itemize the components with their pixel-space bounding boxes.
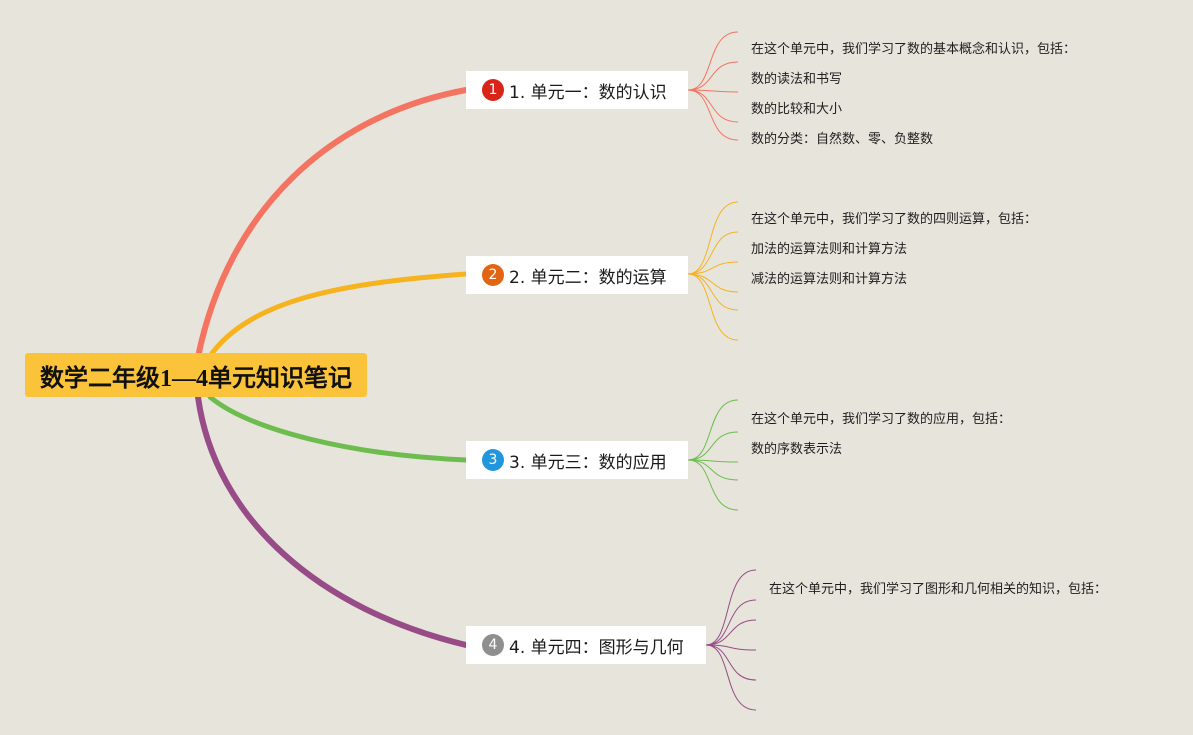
branch-unit-1[interactable]: 1 1. 单元一：数的认识 [466, 71, 688, 109]
branch-label: 4. 单元四：图形与几何 [509, 637, 684, 658]
branch-label: 1. 单元一：数的认识 [509, 82, 667, 103]
link-central-branch-3 [207, 394, 469, 463]
branch-unit-4[interactable]: 4 4. 单元四：图形与几何 [466, 626, 706, 664]
fan-branch-3 [687, 399, 739, 511]
fan-branch-2 [687, 201, 739, 341]
number-badge-icon: 1 [482, 79, 504, 101]
branch-label: 2. 单元二：数的运算 [509, 267, 667, 288]
leaf-text: 加法的运算法则和计算方法 [751, 242, 908, 257]
leaf-text: 数的读法和书写 [751, 72, 843, 87]
central-topic[interactable]: 数学二年级1—4单元知识笔记 [25, 353, 367, 397]
central-topic-label: 数学二年级1—4单元知识笔记 [40, 365, 352, 392]
link-central-branch-4 [195, 394, 469, 648]
leaf-text: 减法的运算法则和计算方法 [751, 272, 908, 287]
link-central-branch-2 [207, 271, 469, 359]
link-central-branch-1 [195, 87, 469, 360]
leaf-text: 在这个单元中，我们学习了图形和几何相关的知识，包括： [769, 582, 1108, 597]
branch-unit-2[interactable]: 2 2. 单元二：数的运算 [466, 256, 688, 294]
leaf-text: 数的比较和大小 [751, 102, 843, 117]
leaf-text: 在这个单元中，我们学习了数的四则运算，包括： [751, 212, 1038, 227]
leaf-text: 数的序数表示法 [751, 442, 843, 457]
number-badge-icon: 4 [482, 634, 504, 656]
branch-unit-3[interactable]: 3 3. 单元三：数的应用 [466, 441, 688, 479]
branch-label: 3. 单元三：数的应用 [509, 452, 667, 473]
fan-branch-4 [705, 569, 757, 711]
leaf-text: 在这个单元中，我们学习了数的基本概念和认识，包括： [751, 42, 1077, 57]
number-badge-icon: 3 [482, 449, 504, 471]
number-badge-icon: 2 [482, 264, 504, 286]
fan-branch-1 [687, 31, 739, 141]
leaf-text: 数的分类：自然数、零、负整数 [751, 132, 934, 147]
leaf-text: 在这个单元中，我们学习了数的应用，包括： [751, 412, 1012, 427]
